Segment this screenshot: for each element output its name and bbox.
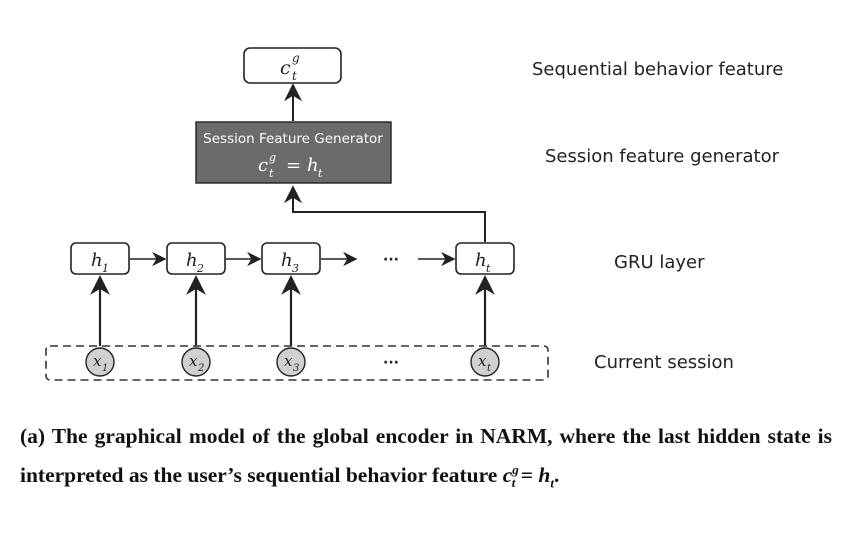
c-superscript: g	[292, 51, 300, 65]
svg-text:1: 1	[102, 262, 109, 275]
gru-hidden-nodes: h 1 h 2 h 3 h t	[70, 242, 515, 275]
input-nodes: x 1 x 2 x 3 x t	[85, 347, 500, 377]
input-node-xt: x t	[470, 347, 500, 377]
label-current-session: Current session	[594, 352, 734, 373]
label-gru-layer: GRU layer	[614, 252, 705, 273]
svg-text:2: 2	[197, 363, 204, 374]
caption-math-c: cgt	[502, 462, 519, 491]
sequential-feature-node: c g t	[243, 47, 342, 84]
gen-h-subscript: t	[318, 167, 323, 180]
svg-text:x: x	[478, 352, 487, 370]
label-sequential-behavior-feature: Sequential behavior feature	[532, 59, 783, 80]
narm-global-encoder-diagram: c g t Session Feature Generator c g t = …	[45, 47, 783, 381]
generator-title: Session Feature Generator	[203, 131, 383, 147]
input-ellipsis: ···	[383, 355, 399, 371]
svg-text:h: h	[281, 250, 293, 271]
hidden-ellipsis: ···	[383, 252, 399, 268]
svg-text:x: x	[189, 352, 198, 370]
svg-text:3: 3	[293, 363, 299, 374]
input-node-x3: x 3	[276, 347, 306, 377]
current-session-container	[45, 345, 549, 381]
svg-text:t: t	[487, 363, 492, 374]
caption-math-h: ht	[538, 463, 554, 491]
svg-text:x: x	[93, 352, 102, 370]
gen-h-symbol: h	[307, 155, 319, 176]
svg-text:h: h	[475, 250, 487, 271]
input-node-x1: x 1	[85, 347, 115, 377]
input-node-x2: x 2	[181, 347, 211, 377]
c-symbol: c	[280, 57, 291, 79]
hidden-node-ht: h t	[455, 242, 515, 275]
label-session-feature-generator: Session feature generator	[545, 146, 780, 167]
gen-equals: =	[286, 155, 301, 176]
svg-text:h: h	[186, 250, 198, 271]
gen-c-subscript: t	[269, 167, 274, 180]
caption-text: (a) The graphical model of the global en…	[20, 424, 832, 488]
hidden-node-h2: h 2	[166, 242, 226, 275]
hidden-node-h3: h 3	[261, 242, 321, 275]
caption-period: .	[553, 463, 560, 488]
svg-text:x: x	[284, 352, 293, 370]
c-subscript: t	[292, 69, 297, 83]
svg-text:t: t	[486, 262, 491, 275]
svg-text:2: 2	[196, 262, 204, 275]
svg-text:1: 1	[102, 363, 108, 374]
svg-text:h: h	[91, 250, 103, 271]
gen-c-superscript: g	[269, 151, 276, 164]
figure-caption: (a) The graphical model of the global en…	[20, 420, 832, 499]
session-feature-generator-box: Session Feature Generator c g t = h t	[195, 121, 392, 184]
svg-text:3: 3	[292, 262, 299, 275]
gen-c-symbol: c	[258, 155, 268, 176]
caption-equals: =	[515, 463, 539, 488]
hidden-node-h1: h 1	[70, 242, 130, 275]
arrow-ht-to-generator	[284, 185, 486, 242]
